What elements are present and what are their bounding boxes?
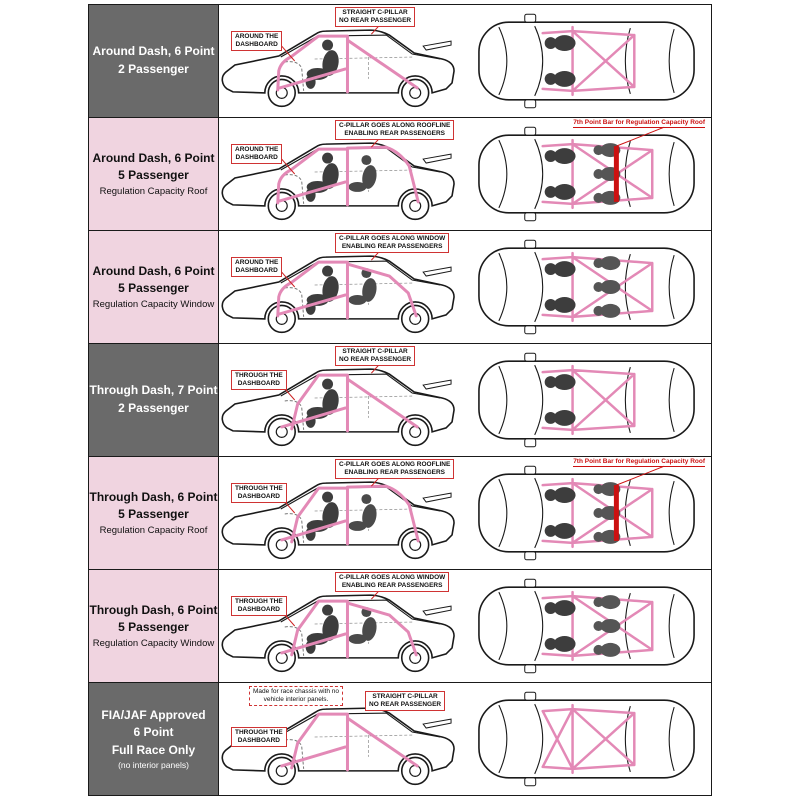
row-label-line1: Through Dash, 6 Point xyxy=(89,602,218,617)
row-illustrations: THROUGH THE DASHBOARD STRAIGHT C-PILLAR … xyxy=(219,344,711,456)
row-label-line1: Through Dash, 7 Point xyxy=(89,383,218,398)
top-view xyxy=(465,344,711,456)
car-top-illustration xyxy=(478,239,695,335)
configuration-table: Around Dash, 6 Point 2 Passenger AROUND … xyxy=(88,4,712,796)
row-illustrations: THROUGH THE DASHBOARD C-PILLAR GOES ALON… xyxy=(219,570,711,682)
row-illustrations: THROUGH THE DASHBOARD C-PILLAR GOES ALON… xyxy=(219,457,711,569)
table-row: Through Dash, 7 Point 2 Passenger THROUG… xyxy=(89,344,711,457)
top-view xyxy=(465,231,711,343)
top-view xyxy=(465,570,711,682)
car-top-illustration xyxy=(478,118,695,222)
row-label-line1: FIA/JAF Approved xyxy=(101,707,206,722)
annotation-dashboard: THROUGH THE DASHBOARD xyxy=(231,727,287,748)
row-illustrations: AROUND THE DASHBOARD C-PILLAR GOES ALONG… xyxy=(219,231,711,343)
table-row: Around Dash, 6 Point 2 Passenger AROUND … xyxy=(89,5,711,118)
row-illustrations: Made for race chassis with no vehicle in… xyxy=(219,683,711,795)
row-label-line3: Regulation Capacity Roof xyxy=(99,524,208,536)
table-row: Around Dash, 6 Point 5 Passenger Regulat… xyxy=(89,118,711,231)
row-illustrations: AROUND THE DASHBOARD C-PILLAR GOES ALONG… xyxy=(219,118,711,230)
row-label: FIA/JAF Approved 6 Point Full Race Only … xyxy=(89,683,219,795)
row-label-line2: 6 Point xyxy=(133,725,174,740)
annotation-dashboard: AROUND THE DASHBOARD xyxy=(231,31,283,52)
car-body-top xyxy=(478,465,695,561)
annotation-7th-point: 7th Point Bar for Regulation Capacity Ro… xyxy=(573,119,705,128)
annotation-dashboard: AROUND THE DASHBOARD xyxy=(231,257,283,278)
table-row: FIA/JAF Approved 6 Point Full Race Only … xyxy=(89,683,711,795)
annotation-cpillar: C-PILLAR GOES ALONG WINDOW ENABLING REAR… xyxy=(335,233,450,254)
annotation-dashboard: THROUGH THE DASHBOARD xyxy=(231,596,287,617)
annotation-cpillar: C-PILLAR GOES ALONG ROOFLINE ENABLING RE… xyxy=(335,120,455,141)
row-label-line2: 5 Passenger xyxy=(118,620,189,635)
row-label: Through Dash, 6 Point 5 Passenger Regula… xyxy=(89,457,219,569)
top-view: 7th Point Bar for Regulation Capacity Ro… xyxy=(465,457,711,569)
side-view: THROUGH THE DASHBOARD C-PILLAR GOES ALON… xyxy=(219,570,465,682)
side-view: THROUGH THE DASHBOARD C-PILLAR GOES ALON… xyxy=(219,457,465,569)
table-row: Through Dash, 6 Point 5 Passenger Regula… xyxy=(89,570,711,683)
row-label-line3: Regulation Capacity Window xyxy=(92,637,215,649)
annotation-cpillar: C-PILLAR GOES ALONG ROOFLINE ENABLING RE… xyxy=(335,459,455,480)
row-label: Around Dash, 6 Point 5 Passenger Regulat… xyxy=(89,118,219,230)
row-label-line3: Regulation Capacity Roof xyxy=(99,185,208,197)
car-top-illustration xyxy=(478,352,695,448)
row-label-line1: Around Dash, 6 Point xyxy=(92,150,215,165)
car-top-illustration xyxy=(478,13,695,109)
annotation-cpillar: C-PILLAR GOES ALONG WINDOW ENABLING REAR… xyxy=(335,572,450,593)
car-top-illustration xyxy=(478,578,695,674)
side-view: THROUGH THE DASHBOARD STRAIGHT C-PILLAR … xyxy=(219,344,465,456)
table-row: Around Dash, 6 Point 5 Passenger Regulat… xyxy=(89,231,711,344)
car-body-top xyxy=(478,352,695,448)
side-view: Made for race chassis with no vehicle in… xyxy=(219,683,465,795)
annotation-7th-point: 7th Point Bar for Regulation Capacity Ro… xyxy=(573,458,705,467)
row-label-line2: 2 Passenger xyxy=(118,62,189,76)
rear-passengers-top xyxy=(593,256,621,318)
side-view: AROUND THE DASHBOARD C-PILLAR GOES ALONG… xyxy=(219,118,465,230)
row-label: Through Dash, 6 Point 5 Passenger Regula… xyxy=(89,570,219,682)
side-view: AROUND THE DASHBOARD STRAIGHT C-PILLAR N… xyxy=(219,5,465,117)
annotation-cpillar: STRAIGHT C-PILLAR NO REAR PASSENGER xyxy=(365,691,446,712)
car-top-illustration xyxy=(478,691,695,787)
row-label-line2: 2 Passenger xyxy=(118,401,189,415)
row-label-line3: Regulation Capacity Window xyxy=(92,298,215,310)
car-body-top xyxy=(478,126,695,222)
row-label-line2: 5 Passenger xyxy=(118,168,189,183)
row-label-line2: 5 Passenger xyxy=(118,507,189,522)
rear-passengers-top xyxy=(593,595,621,657)
car-body-top xyxy=(478,578,695,674)
table-row: Through Dash, 6 Point 5 Passenger Regula… xyxy=(89,457,711,570)
annotation-cpillar: STRAIGHT C-PILLAR NO REAR PASSENGER xyxy=(335,7,416,28)
row-label-line1: Around Dash, 6 Point xyxy=(92,44,215,59)
car-body-top xyxy=(478,691,695,787)
row-label: Through Dash, 7 Point 2 Passenger xyxy=(89,344,219,456)
car-body-top xyxy=(478,13,695,109)
row-label-line1: Through Dash, 6 Point xyxy=(89,489,218,504)
annotation-cpillar: STRAIGHT C-PILLAR NO REAR PASSENGER xyxy=(335,346,416,367)
annotation-dashboard: AROUND THE DASHBOARD xyxy=(231,144,283,165)
top-view: 7th Point Bar for Regulation Capacity Ro… xyxy=(465,118,711,230)
row-illustrations: AROUND THE DASHBOARD STRAIGHT C-PILLAR N… xyxy=(219,5,711,117)
row-label-line4: (no interior panels) xyxy=(118,760,189,771)
annotation-dashboard: THROUGH THE DASHBOARD xyxy=(231,370,287,391)
car-top-illustration xyxy=(478,457,695,561)
car-body-top xyxy=(478,239,695,335)
top-view xyxy=(465,683,711,795)
row-label-line1: Around Dash, 6 Point xyxy=(92,263,215,278)
top-view xyxy=(465,5,711,117)
side-view: AROUND THE DASHBOARD C-PILLAR GOES ALONG… xyxy=(219,231,465,343)
row-label: Around Dash, 6 Point 2 Passenger xyxy=(89,5,219,117)
row-label-line2: 5 Passenger xyxy=(118,281,189,296)
annotation-race-chassis: Made for race chassis with no vehicle in… xyxy=(249,686,343,707)
row-label: Around Dash, 6 Point 5 Passenger Regulat… xyxy=(89,231,219,343)
row-label-line3: Full Race Only xyxy=(111,742,196,757)
annotation-dashboard: THROUGH THE DASHBOARD xyxy=(231,483,287,504)
